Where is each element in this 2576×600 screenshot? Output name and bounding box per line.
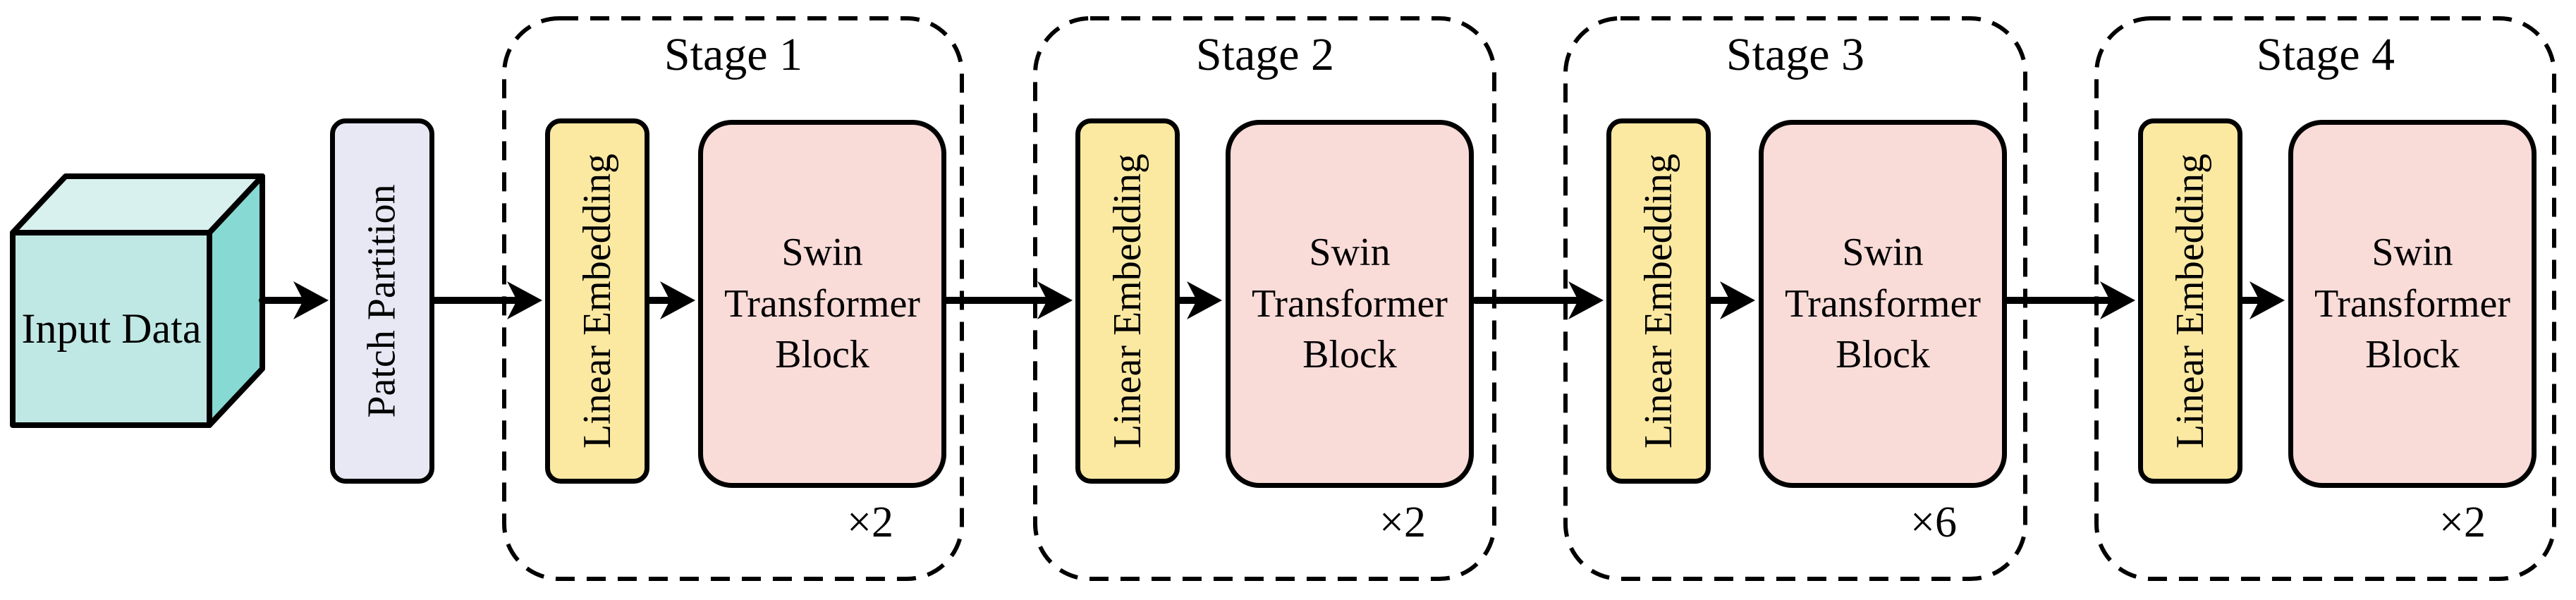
- stage-2-linear-embedding-box: Linear Embedding: [1075, 118, 1180, 484]
- stage-1-swin-transformer-block-label: Swin Transformer Block: [724, 230, 920, 377]
- stage-4-linear-embedding-box: Linear Embedding: [2138, 118, 2242, 484]
- arrow-stage3-embed-to-block: [1707, 281, 1755, 319]
- stage-3-swin-transformer-block-label: Swin Transformer Block: [1785, 230, 1981, 377]
- stage-1-swin-transformer-block: Swin Transformer Block: [698, 120, 946, 488]
- stage-3-swin-transformer-block: Swin Transformer Block: [1759, 120, 2007, 488]
- stage-2-swin-transformer-block-label: Swin Transformer Block: [1252, 230, 1448, 377]
- arrow-stage3-to-stage4: [2001, 281, 2135, 319]
- stage-3-linear-embedding-box: Linear Embedding: [1606, 118, 1711, 484]
- arrow-stage2-to-stage3: [1472, 281, 1604, 319]
- stage-4-swin-transformer-block: Swin Transformer Block: [2288, 120, 2537, 488]
- stage-4-swin-transformer-block-label: Swin Transformer Block: [2314, 230, 2510, 377]
- stage-4-multiplier: ×2: [2439, 498, 2486, 546]
- arrow-stage1-to-stage2: [943, 281, 1073, 319]
- stage-4-linear-embedding-label: Linear Embedding: [2168, 153, 2212, 449]
- patch-partition-box: Patch Partition: [330, 118, 434, 484]
- arrow-stage2-embed-to-block: [1176, 281, 1222, 319]
- stage-2-swin-transformer-block: Swin Transformer Block: [1226, 120, 1474, 488]
- stage-1-linear-embedding-label: Linear Embedding: [575, 153, 619, 449]
- arrow-input-to-patch-partition: [259, 281, 329, 319]
- stage-4-title: Stage 4: [2256, 29, 2395, 80]
- stage-1-multiplier: ×2: [847, 498, 893, 546]
- stage-1-title: Stage 1: [664, 29, 803, 80]
- stage-2-multiplier: ×2: [1379, 498, 1426, 546]
- stage-3-multiplier: ×6: [1910, 498, 1957, 546]
- stage-2-linear-embedding-label: Linear Embedding: [1106, 153, 1149, 449]
- input-data-cube: [10, 173, 265, 428]
- arrow-patch-partition-to-stage1: [431, 281, 542, 319]
- stage-3-title: Stage 3: [1726, 29, 1865, 80]
- patch-partition-label: Patch Partition: [360, 184, 405, 418]
- stage-1-linear-embedding-box: Linear Embedding: [545, 118, 649, 484]
- arrow-stage4-embed-to-block: [2239, 281, 2285, 319]
- stage-2-title: Stage 2: [1195, 29, 1335, 80]
- input-cube-front-face: [10, 230, 212, 428]
- input-data-label: Input Data: [21, 305, 202, 352]
- arrow-stage1-embed-to-block: [646, 281, 695, 319]
- stage-3-linear-embedding-label: Linear Embedding: [1637, 153, 1680, 449]
